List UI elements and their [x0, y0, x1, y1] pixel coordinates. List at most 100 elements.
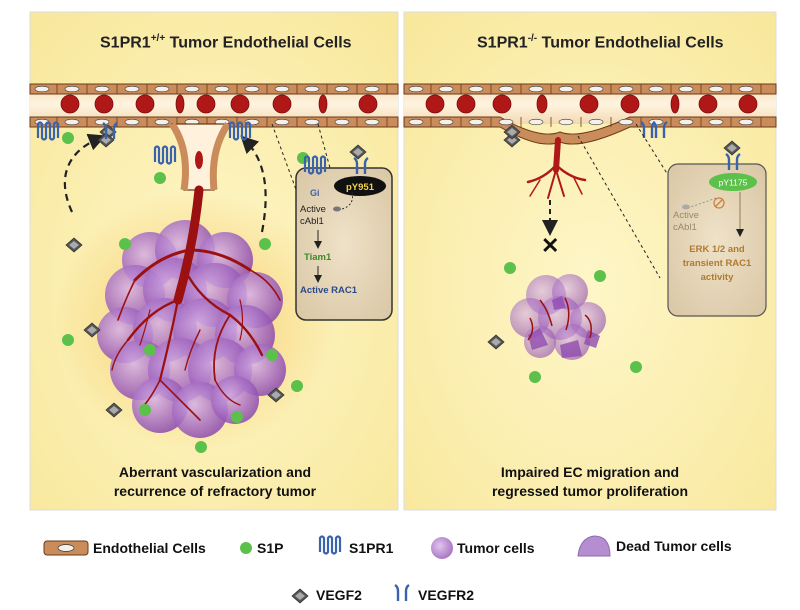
s1p-dot	[259, 238, 271, 250]
legend-vegf2-label: VEGF2	[316, 587, 362, 603]
s1p-dot	[144, 344, 156, 356]
endothelial-nucleus	[708, 118, 724, 126]
right-caption: Impaired EC migration and regressed tumo…	[491, 464, 689, 499]
legend-vegfr2-label: VEGFR2	[418, 587, 475, 603]
left-sprout	[169, 122, 231, 191]
dead-tumor-cell	[552, 296, 566, 310]
red-blood-cell	[670, 94, 680, 114]
endothelial-nucleus	[558, 85, 574, 93]
legend	[43, 535, 611, 604]
inset-pY951: pY951	[346, 182, 375, 193]
endothelial-nucleus	[528, 85, 544, 93]
dead-tumor-cell	[560, 340, 582, 358]
s1p-dot	[231, 411, 243, 423]
red-blood-cell	[318, 94, 328, 114]
tumor-vessel	[117, 279, 136, 321]
s1p-dot	[62, 334, 74, 346]
red-blood-cell	[60, 94, 80, 114]
tumor-vessel	[539, 299, 553, 327]
red-blood-cell	[358, 94, 378, 114]
endothelial-nucleus	[618, 118, 634, 126]
endothelial-nucleus	[244, 85, 260, 93]
endothelial-nucleus	[558, 118, 574, 126]
left-caption: Aberrant vascularization and recurrence …	[113, 464, 317, 499]
legend-vegfr2-icon	[393, 583, 411, 603]
endothelial-nucleus	[304, 118, 320, 126]
s1p-dot	[266, 349, 278, 361]
endothelial-nucleus	[214, 85, 230, 93]
endothelial-nucleus	[334, 118, 350, 126]
endothelial-nucleus	[438, 85, 454, 93]
inset-erk-line1: ERK 1/2 and	[689, 244, 745, 255]
legend-s1pr1-icon	[318, 535, 342, 555]
inset-active: Active	[673, 210, 699, 221]
endothelial-nucleus	[274, 118, 290, 126]
inset-active-rac1: Active RAC1	[300, 285, 358, 296]
right-dead-tumor	[510, 274, 606, 360]
endothelial-nucleus	[618, 85, 634, 93]
red-blood-cell	[135, 94, 155, 114]
tumor-cell	[211, 376, 259, 424]
legend-endothelial-label: Endothelial Cells	[93, 540, 206, 556]
endothelial-nucleus	[154, 118, 170, 126]
zoom-line	[317, 123, 331, 169]
endothelial-nucleus	[34, 85, 50, 93]
tumor-vessel	[213, 314, 231, 381]
red-blood-cell	[175, 94, 185, 114]
endothelial-nucleus	[94, 118, 110, 126]
legend-dead-tumor-label: Dead Tumor cells	[616, 538, 732, 554]
s1p-dot	[529, 371, 541, 383]
s1p-dot	[291, 380, 303, 392]
endothelial-nucleus	[364, 85, 380, 93]
endothelial-nucleus	[528, 118, 544, 126]
s1p-dot	[630, 361, 642, 373]
tumor-vessel	[133, 248, 192, 282]
inset-cabl1: cAbl1	[673, 222, 697, 233]
endothelial-nucleus	[334, 85, 350, 93]
right-panel-title: S1PR1-/- Tumor Endothelial Cells	[477, 33, 724, 52]
red-blood-cell	[738, 94, 758, 114]
red-blood-cell	[492, 94, 512, 114]
legend-tumor-label: Tumor cells	[457, 540, 535, 556]
tumor-vessel	[111, 339, 129, 371]
endothelial-nucleus	[438, 118, 454, 126]
endothelial-nucleus	[498, 85, 514, 93]
tumor-vessel	[159, 379, 201, 421]
red-blood-cell	[230, 94, 250, 114]
red-blood-cell	[579, 94, 599, 114]
endothelial-nucleus	[154, 85, 170, 93]
inset-erk-line3: activity	[701, 272, 734, 283]
right-vessel	[403, 83, 777, 145]
endothelial-nucleus	[738, 118, 754, 126]
zoom-line	[271, 123, 299, 196]
endothelial-nucleus	[468, 118, 484, 126]
red-blood-cell	[536, 94, 548, 114]
s1p-dot	[139, 404, 151, 416]
endothelial-nucleus	[498, 118, 514, 126]
red-blood-cell	[620, 94, 640, 114]
block-x-icon: ✕	[541, 233, 559, 258]
red-blood-cell	[698, 94, 718, 114]
right-signaling-inset: pY1175 Active cAbl1 ERK 1/2 and transien…	[667, 140, 767, 317]
tumor-vessel	[584, 314, 592, 339]
endothelial-nucleus	[64, 85, 80, 93]
legend-vegf2-icon	[291, 588, 309, 604]
inset-tiam1: Tiam1	[304, 252, 332, 263]
legend-s1p-icon	[240, 542, 252, 554]
endothelial-nucleus	[588, 118, 604, 126]
right-sprout	[526, 137, 587, 199]
endothelial-nucleus	[408, 85, 424, 93]
s1p-dot	[195, 441, 207, 453]
tumor-vessel	[214, 379, 241, 406]
inset-pY1175: pY1175	[719, 178, 748, 188]
left-panel-title: S1PR1+/+ Tumor Endothelial Cells	[100, 33, 352, 52]
inset-active: Active	[300, 204, 326, 215]
tumor-vessel	[239, 299, 244, 341]
endothelial-nucleus	[124, 118, 140, 126]
inset-erk-line2: transient RAC1	[683, 258, 752, 269]
endothelial-nucleus	[64, 118, 80, 126]
tumor-vessel	[184, 329, 201, 371]
red-blood-cell	[425, 94, 445, 114]
endothelial-nucleus	[708, 85, 724, 93]
